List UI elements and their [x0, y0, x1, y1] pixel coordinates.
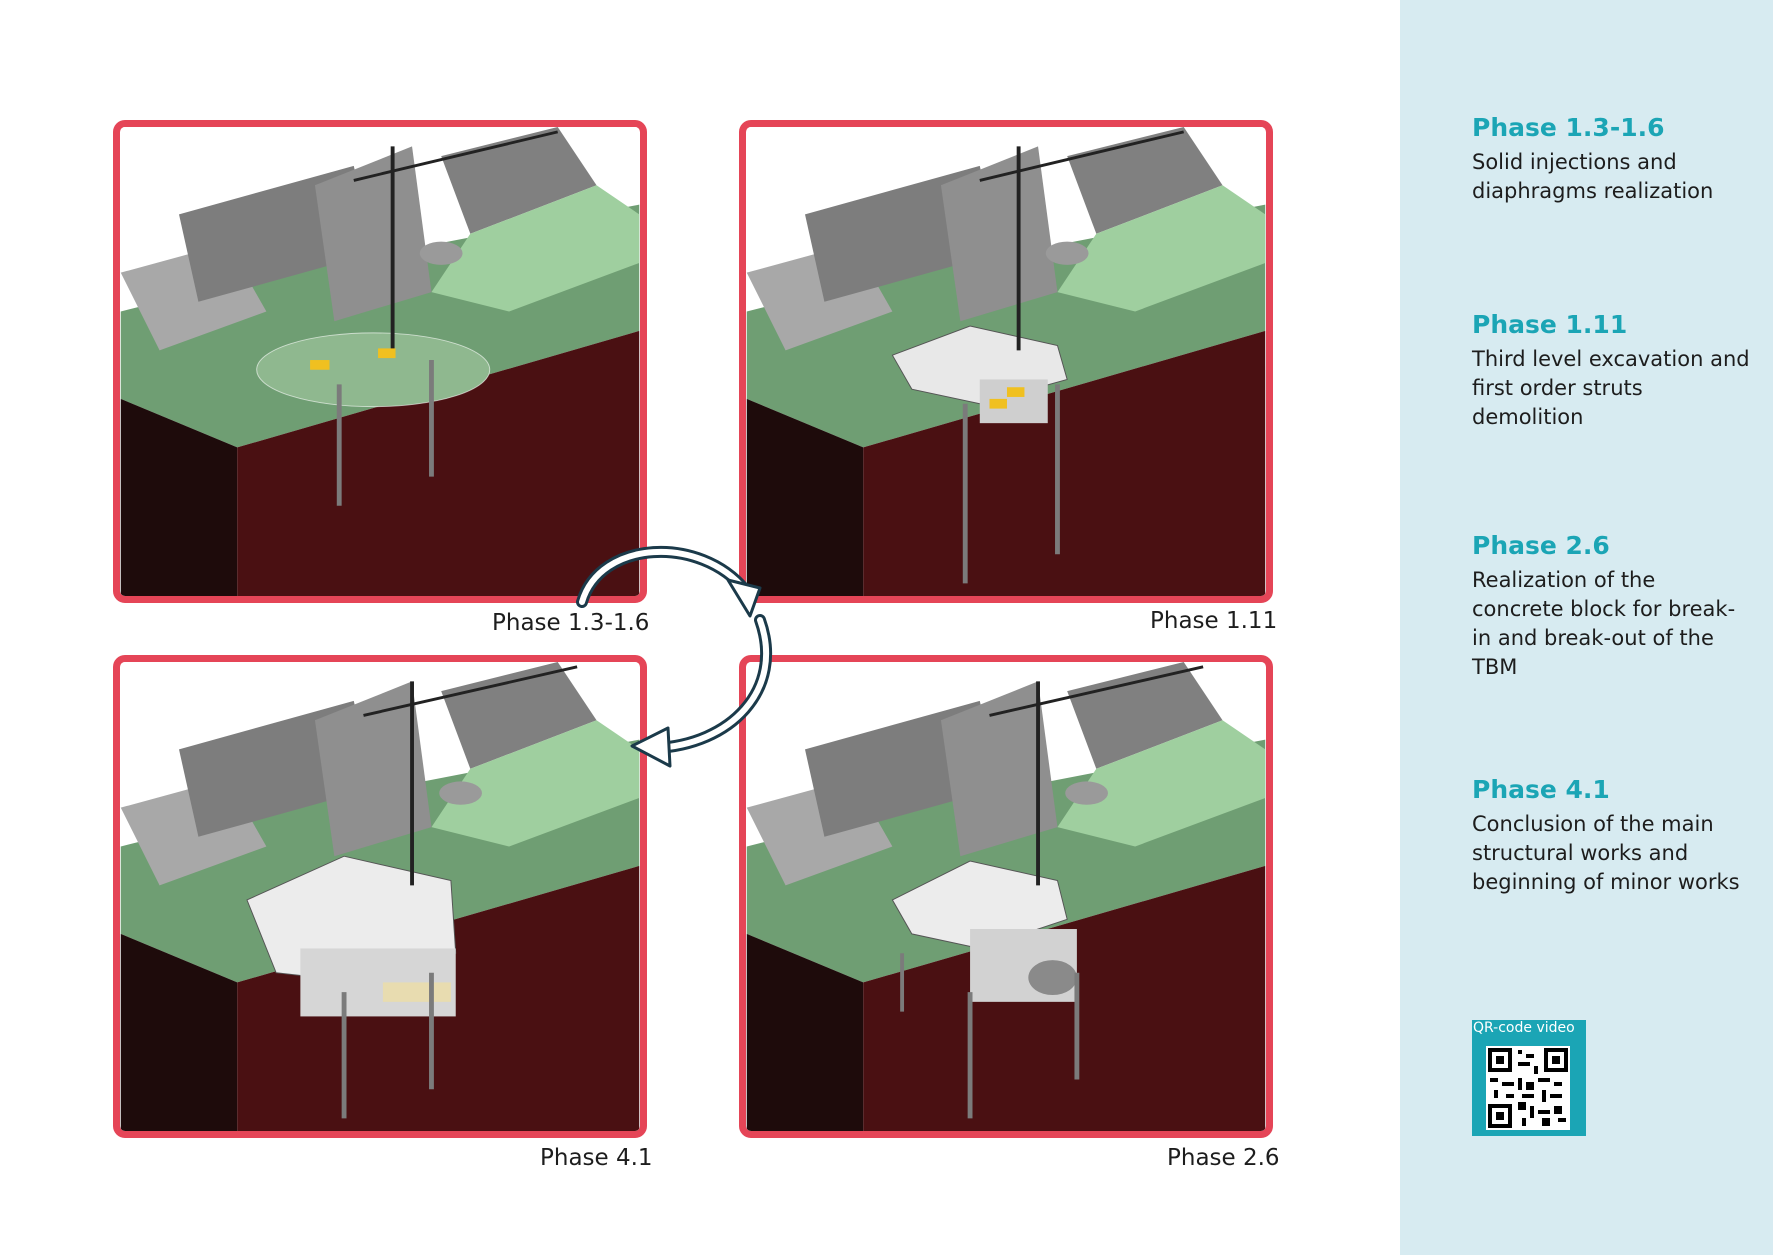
legend-phase-3: Phase 2.6 Realization of the concrete bl…: [1472, 531, 1752, 682]
qr-code-video[interactable]: QR-code video: [1472, 1020, 1586, 1136]
legend-phase-4-title: Phase 4.1: [1472, 775, 1610, 804]
legend-phase-1-desc: Solid injections and diaphragms realizat…: [1472, 150, 1714, 203]
legend-phase-1: Phase 1.3-1.6 Solid injections and diaph…: [1472, 113, 1752, 206]
legend-phase-4-desc: Conclusion of the main structural works …: [1472, 812, 1740, 894]
site-model-phase-1: [120, 127, 640, 596]
arrow-phase1-to-phase2: [576, 546, 751, 608]
legend-phase-2: Phase 1.11 Third level excavation and fi…: [1472, 310, 1752, 432]
legend-phase-1-title: Phase 1.3-1.6: [1472, 113, 1665, 142]
legend-phase-3-title: Phase 2.6: [1472, 531, 1610, 560]
sequence-arrows: [576, 546, 773, 768]
caption-phase-2: Phase 1.11: [1150, 608, 1278, 634]
caption-phase-3: Phase 4.1: [540, 1145, 653, 1171]
site-model-phase-4: [746, 662, 1266, 1131]
qr-code-icon: [1486, 1046, 1570, 1130]
phase-panel-1: [113, 120, 647, 603]
site-model-phase-3: [120, 662, 640, 1131]
arrow-phase2-to-phase3: [649, 614, 773, 754]
phase-panel-2: [739, 120, 1273, 603]
phase-panel-3: [113, 655, 647, 1138]
legend-phase-4: Phase 4.1 Conclusion of the main structu…: [1472, 775, 1752, 897]
qr-code-label: QR-code video: [1473, 1020, 1575, 1036]
caption-phase-4: Phase 2.6: [1167, 1145, 1280, 1171]
legend-phase-2-desc: Third level excavation and first order s…: [1472, 347, 1750, 429]
site-model-phase-2: [746, 127, 1266, 596]
legend-phase-2-title: Phase 1.11: [1472, 310, 1628, 339]
phase-legend-sidebar: Phase 1.3-1.6 Solid injections and diaph…: [1400, 0, 1773, 1255]
legend-phase-3-desc: Realization of the concrete block for br…: [1472, 568, 1736, 679]
phase-panel-4: [739, 655, 1273, 1138]
caption-phase-1: Phase 1.3-1.6: [492, 610, 650, 636]
